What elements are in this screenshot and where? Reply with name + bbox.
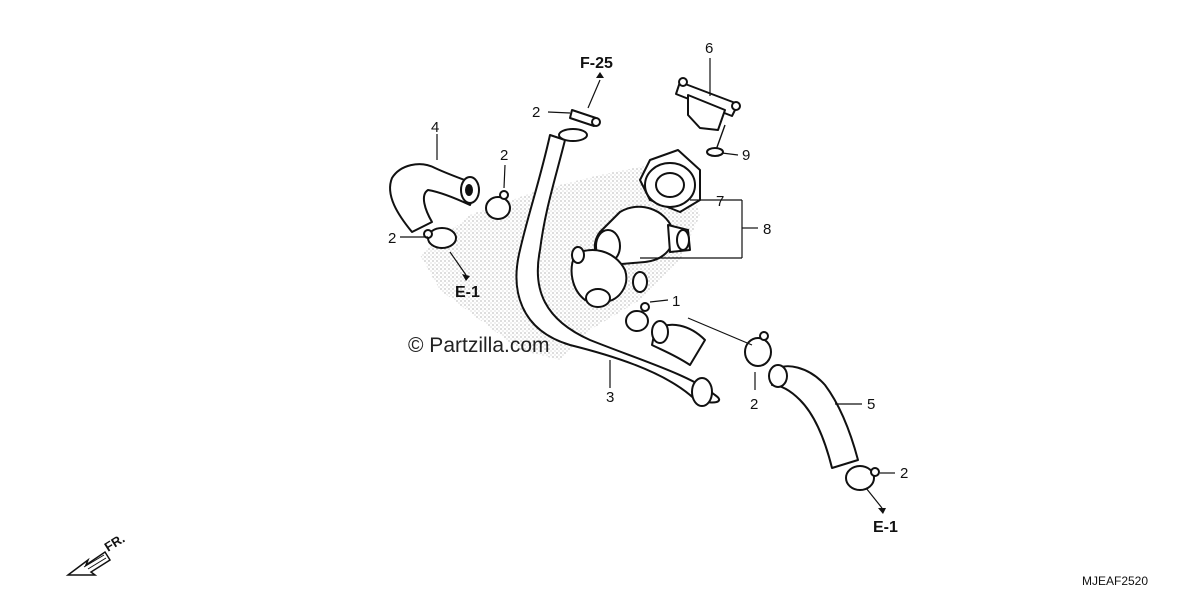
leader-lines (400, 58, 895, 514)
hose-part-4[interactable] (389, 163, 480, 233)
hose-joint (651, 320, 706, 366)
callout-8: 8 (763, 221, 771, 238)
callout-5: 5 (867, 396, 875, 413)
watermark: © Partzilla.com (408, 334, 550, 357)
air-valve-assembly[interactable] (570, 205, 691, 308)
callout-3: 3 (606, 389, 614, 406)
callout-2-left: 2 (388, 230, 396, 247)
ref-f25[interactable]: F-25 (580, 55, 613, 72)
bracket-part-6[interactable] (675, 77, 741, 131)
ref-e1-right[interactable]: E-1 (873, 519, 898, 536)
front-direction-arrow: FR. (65, 531, 128, 576)
callout-9: 9 (742, 147, 750, 164)
callout-1: 1 (672, 293, 680, 310)
clamp-part-2-f[interactable] (845, 465, 880, 491)
callout-7: 7 (716, 193, 724, 210)
hose-part-5[interactable] (768, 364, 859, 469)
callout-2-right: 2 (900, 465, 908, 482)
callout-2-top: 2 (532, 104, 540, 121)
diagram-code: MJEAF2520 (1082, 574, 1148, 588)
clamp-part-2-d[interactable] (625, 302, 650, 332)
bolt-part-9[interactable] (706, 124, 726, 157)
callout-4: 4 (431, 119, 439, 136)
clamp-part-2-c[interactable] (423, 227, 457, 249)
front-label: FR. (102, 531, 128, 555)
clamp-part-2-a[interactable] (569, 109, 601, 127)
callout-2-upper-left: 2 (500, 147, 508, 164)
hose-part-3[interactable] (515, 128, 720, 407)
mount-part-7[interactable] (639, 149, 701, 213)
callout-6: 6 (705, 40, 713, 57)
clamp-part-2-e[interactable] (744, 331, 772, 367)
ref-e1-left[interactable]: E-1 (455, 284, 480, 301)
callout-2-center: 2 (750, 396, 758, 413)
clamp-part-2-b[interactable] (485, 190, 511, 220)
